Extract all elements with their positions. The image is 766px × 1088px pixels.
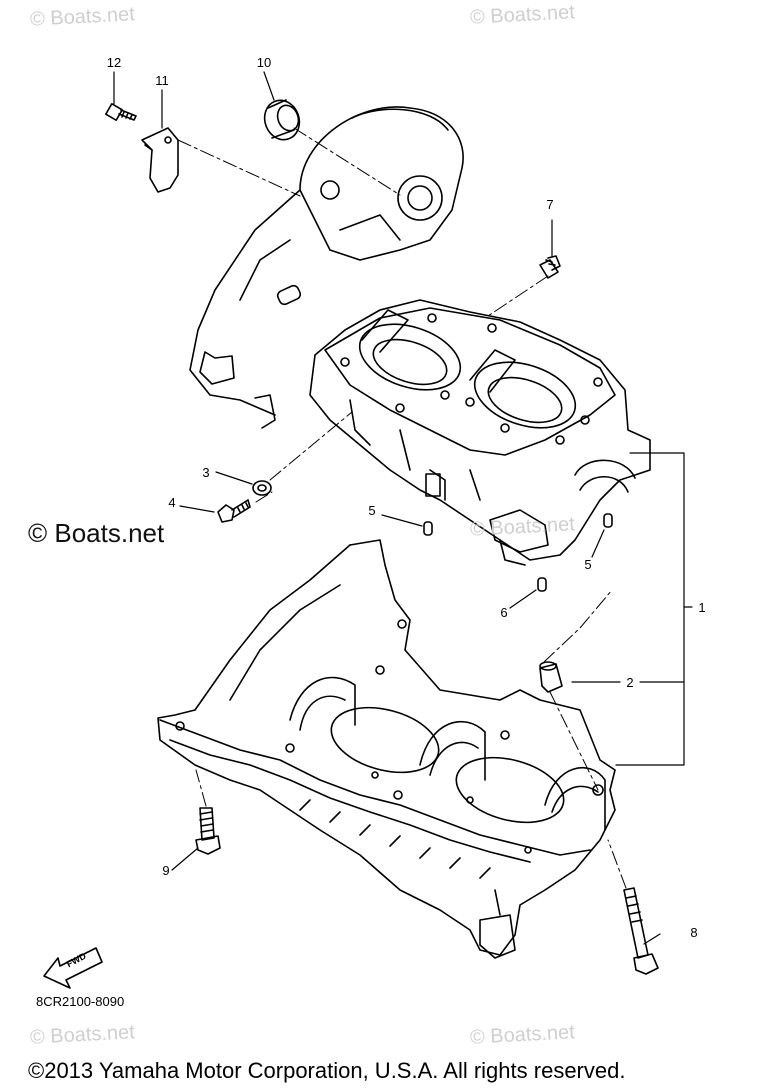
callout-3: 3 <box>202 465 210 480</box>
upper-crankcase <box>189 106 651 566</box>
bracket-11 <box>141 127 179 193</box>
diagram-code: 8CR2100-8090 <box>36 994 125 1009</box>
pin-6 <box>537 577 547 592</box>
callout-6: 6 <box>500 605 508 620</box>
watermark-middle-left: © Boats.net <box>28 518 165 548</box>
bolt-9 <box>195 807 221 855</box>
fwd-arrow-icon <box>43 947 103 989</box>
leader-lines <box>113 71 693 945</box>
pin-5-left <box>423 521 433 536</box>
callout-5-left: 5 <box>368 503 376 518</box>
copyright-notice: ©2013 Yamaha Motor Corporation, U.S.A. A… <box>28 1058 626 1083</box>
callout-12: 12 <box>106 55 122 70</box>
bolt-8 <box>623 887 659 975</box>
callout-8: 8 <box>690 925 698 940</box>
callout-4: 4 <box>168 495 176 510</box>
callout-7: 7 <box>546 197 554 212</box>
pin-5-right <box>603 513 613 528</box>
callout-11: 11 <box>155 73 169 88</box>
oil-seal-10 <box>263 99 301 141</box>
callout-1: 1 <box>698 600 706 615</box>
center-lines <box>177 127 627 889</box>
bolt-12 <box>105 103 137 121</box>
callout-10: 10 <box>256 55 272 70</box>
callout-9: 9 <box>162 863 170 878</box>
plug-2 <box>539 661 563 693</box>
bolt-4 <box>217 499 251 523</box>
dowel-pin-7 <box>539 255 561 279</box>
washer-3 <box>252 480 272 496</box>
lower-crankcase <box>157 539 616 959</box>
callout-2: 2 <box>626 675 634 690</box>
callout-5-right: 5 <box>584 557 592 572</box>
